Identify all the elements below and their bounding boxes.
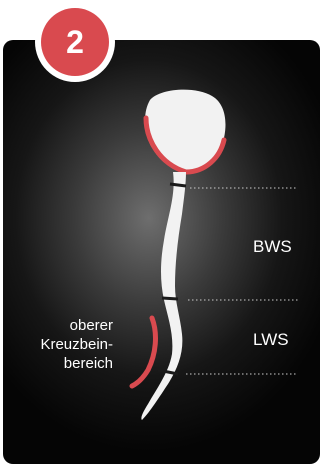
label-sacrum-line3: bereich	[40, 354, 113, 373]
step-badge-number: 2	[41, 8, 109, 76]
label-lws: LWS	[253, 330, 289, 350]
label-sacrum-line1: oberer	[40, 316, 113, 335]
thoracic-top-separator	[170, 184, 186, 186]
label-sacrum-region: oberer Kreuzbein- bereich	[40, 316, 113, 373]
label-sacrum-line2: Kreuzbein-	[40, 335, 113, 354]
sacrum-highlight	[132, 318, 155, 386]
label-bws: BWS	[253, 237, 292, 257]
lumbar-separator	[162, 298, 178, 299]
spine-column	[141, 172, 186, 420]
